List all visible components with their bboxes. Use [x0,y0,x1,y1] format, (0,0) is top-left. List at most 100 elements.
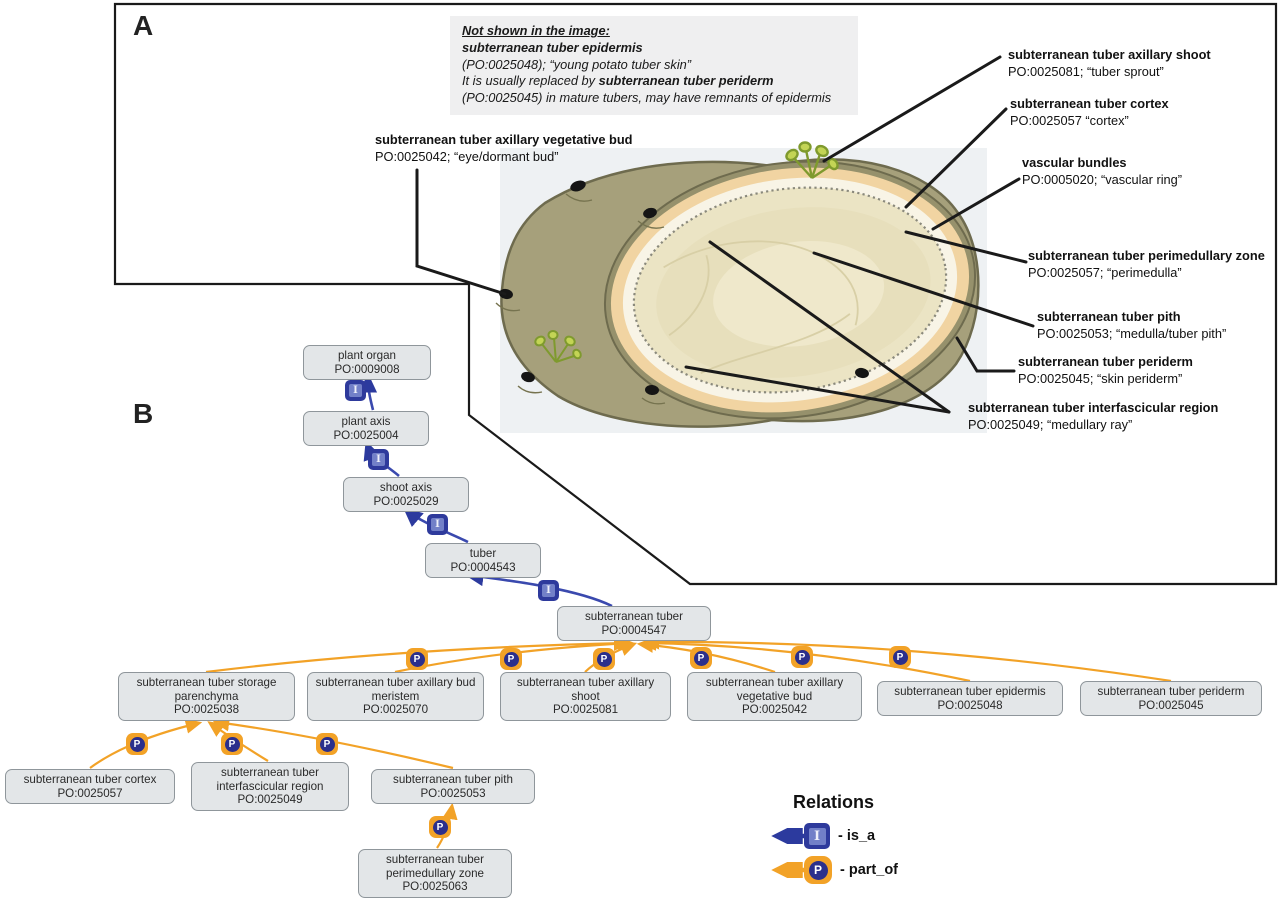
note-epidermis-id: (PO:0025048); “young potato tuber skin” [462,56,692,72]
annotation-vegetative-bud: subterranean tuber axillary vegetative b… [375,131,632,165]
pointer-axillary-shoot [822,55,1002,163]
note-term-epidermis: subterranean tuber epidermis [462,39,643,55]
panel-b-label: B [133,398,154,429]
part-of-letter: P [693,650,709,666]
is-a-marker-icon: I [368,449,389,470]
is-a-marker-icon: I [538,580,559,601]
annotation-interfascicular: subterranean tuber interfascicular regio… [968,399,1218,433]
node-periderm: subterranean tuber periderm PO:0025045 [1080,681,1262,716]
part-of-letter: P [129,736,145,752]
sprout-top [785,141,839,179]
pointer-vegetative-bud [415,168,507,296]
annotation-name: subterranean tuber perimedullary zone [1028,248,1265,263]
part-of-marker-icon: P [791,646,813,668]
legend-part-of-label: - part_of [840,862,898,878]
annotation-name: subterranean tuber axillary vegetative b… [375,132,633,147]
part-of-letter: P [808,860,828,880]
annotation-detail: PO:0025081; “tuber sprout” [1008,64,1164,79]
node-name: subterranean tuber epidermis [894,685,1046,698]
legend-is-a-label: - is_a [838,828,876,844]
node-name: subterranean tuber perimedullary zone [386,853,484,880]
node-name: subterranean tuber axillary shoot [516,676,655,703]
pointer-periderm [955,336,1016,373]
node-tuber: tuber PO:0004543 [425,543,541,578]
part-of-letter: P [596,651,612,667]
part-of-marker-icon: P [804,856,832,884]
tuber-cross-section [603,160,977,420]
annotation-detail: PO:0025057; “perimedulla” [1028,265,1182,280]
node-id: PO:0025081 [552,703,619,716]
is-a-letter: I [431,518,444,531]
is-a-letter: I [542,584,555,597]
panel-a-label: A [133,10,154,41]
annotation-name: subterranean tuber periderm [1018,354,1193,369]
node-plant-axis: plant axis PO:0025004 [303,411,429,446]
node-id: PO:0004547 [601,623,667,637]
node-id: PO:0025049 [237,793,303,806]
eye-brows [495,193,666,405]
node-name: subterranean tuber periderm [1097,685,1245,698]
is-a-marker-icon: I [427,514,448,535]
is-a-marker-icon: I [345,380,366,401]
annotation-name: subterranean tuber pith [1037,309,1181,324]
is-a-marker-icon: I [804,823,830,849]
is-a-letter: I [808,827,826,845]
annotation-axillary-shoot: subterranean tuber axillary shoot PO:002… [1008,46,1211,80]
part-of-letter: P [892,649,908,665]
node-id: PO:0025045 [1138,698,1204,712]
node-name: shoot axis [379,481,433,494]
pointer-pith [812,251,1035,328]
part-of-marker-icon: P [406,648,428,670]
part-of-letter: P [409,651,425,667]
annotation-perimedullary: subterranean tuber perimedullary zone PO… [1028,247,1265,281]
pointer-lines [415,55,1035,414]
part-of-letter: P [224,736,240,752]
part-of-letter: P [794,649,810,665]
note-term-periderm: subterranean tuber periderm [598,73,774,89]
pointer-interfascicular-1 [708,240,951,414]
node-id: PO:0025063 [402,880,468,893]
node-id: PO:0025042 [741,703,808,716]
node-axillary-bud-meristem: subterranean tuber axillary bud meristem… [307,672,484,721]
node-name: subterranean tuber axillary vegetative b… [705,676,844,703]
part-of-marker-icon: P [690,647,712,669]
node-id: PO:0025004 [333,428,399,442]
note-periderm-id: (PO:0025045) in mature tubers, may have … [462,90,832,106]
legend-row-is-a: I - is_a [768,819,898,853]
relations-legend: Relations I - is_a [768,792,898,887]
node-pith: subterranean tuber pith PO:0025053 [371,769,535,804]
legend-row-part-of: P - part_of [768,853,898,887]
part-of-marker-icon: P [429,816,451,838]
node-name: tuber [469,547,497,560]
node-name: subterranean tuber pith [393,773,513,786]
part-of-marker-icon: P [316,733,338,755]
panel-a-border [113,2,1278,586]
tuber-eyes [499,180,869,396]
note-title: Not shown in the image: [462,23,610,38]
part-of-marker-icon: P [126,733,148,755]
annotation-detail: PO:0025053; “medulla/tuber pith” [1037,326,1227,341]
part-of-marker-icon: P [889,646,911,668]
node-name: subterranean tuber storage parenchyma [136,676,277,703]
annotation-detail: PO:0005020; “vascular ring” [1022,172,1183,187]
annotation-detail: PO:0025049; “medullary ray” [968,417,1133,432]
annotation-name: subterranean tuber axillary shoot [1008,47,1211,62]
annotation-pith: subterranean tuber pith PO:0025053; “med… [1037,308,1226,342]
sprout-left [534,330,582,363]
node-plant-organ: plant organ PO:0009008 [303,345,431,380]
node-cortex: subterranean tuber cortex PO:0025057 [5,769,175,804]
annotation-name: vascular bundles [1022,155,1127,170]
note-replaced-text: It is usually replaced by [462,73,599,89]
pointer-perimedullary [904,230,1028,264]
annotation-cortex: subterranean tuber cortex PO:0025057 “co… [1010,95,1169,129]
node-name: plant organ [337,349,396,362]
annotation-periderm: subterranean tuber periderm PO:0025045; … [1018,353,1193,387]
node-shoot-axis: shoot axis PO:0025029 [343,477,469,512]
node-subterranean-tuber: subterranean tuber PO:0004547 [557,606,711,641]
node-perimedullary-zone: subterranean tuber perimedullary zone PO… [358,849,512,898]
node-name: subterranean tuber cortex [23,773,157,786]
annotation-name: subterranean tuber interfascicular regio… [968,400,1219,415]
part-of-letter: P [432,819,448,835]
legend-title: Relations [793,792,875,812]
